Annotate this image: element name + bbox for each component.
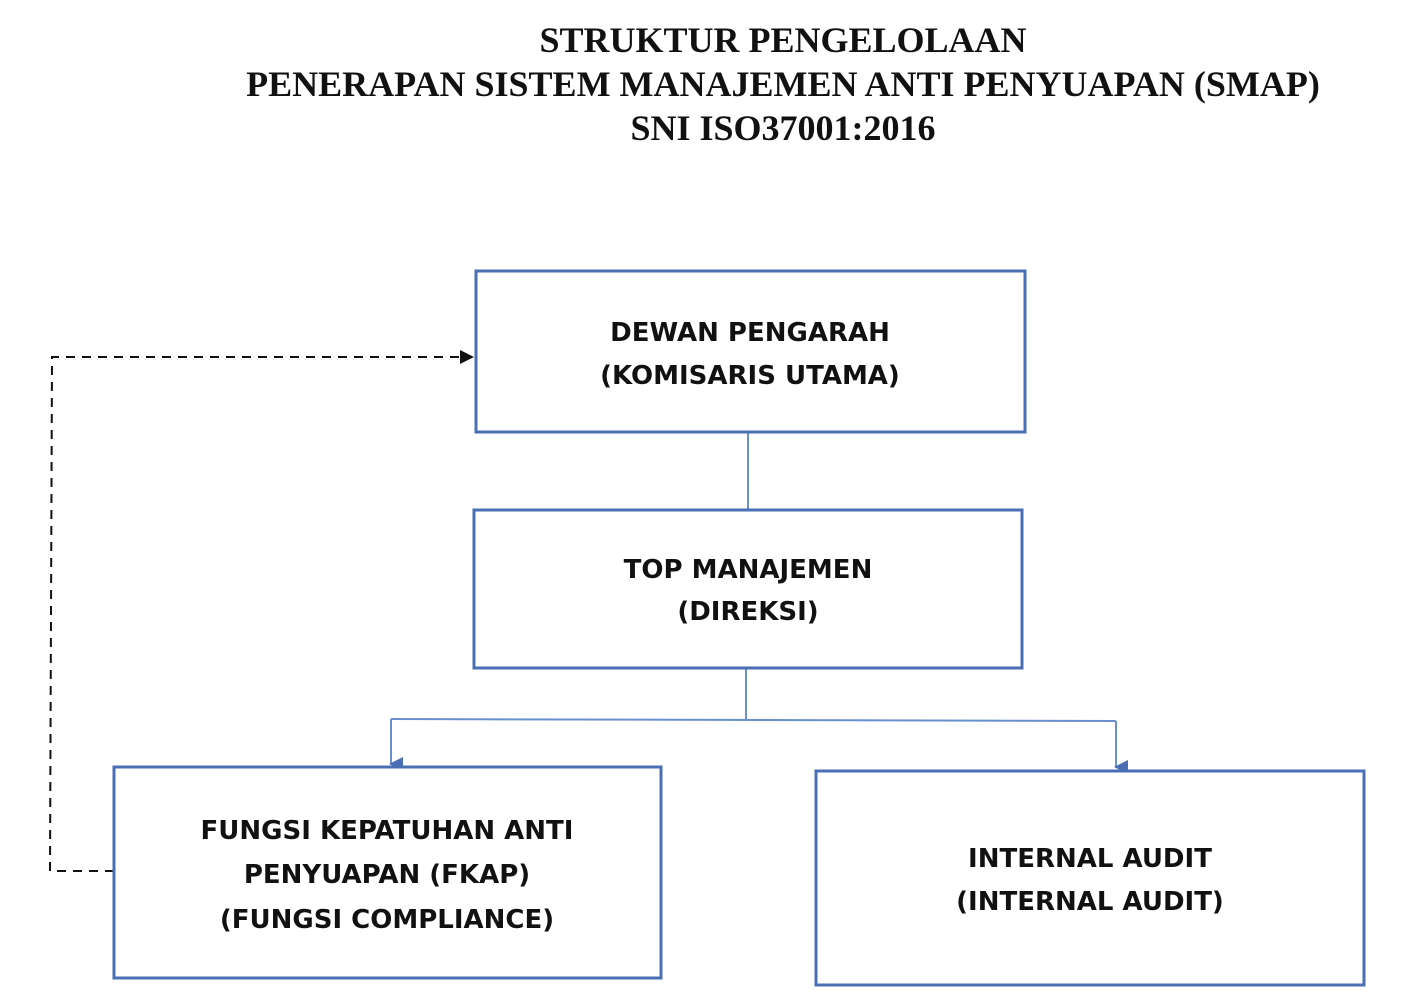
connector-branch-horizontal xyxy=(390,718,1117,722)
node-dewan-line-2: (KOMISARIS UTAMA) xyxy=(600,361,900,391)
node-audit-line-2: (INTERNAL AUDIT) xyxy=(956,887,1224,917)
title-line-1: STRUKTUR PENGELOLAAN xyxy=(539,20,1027,60)
node-top-line-2: (DIREKSI) xyxy=(677,597,818,627)
node-fkap-line-1: FUNGSI KEPATUHAN ANTI xyxy=(201,816,574,846)
node-fkap-line-2: PENYUAPAN (FKAP) xyxy=(244,860,530,890)
node-internal-audit: INTERNAL AUDIT (INTERNAL AUDIT) xyxy=(814,769,1366,987)
dashed-connector-fkap-dewan xyxy=(48,350,474,872)
node-fkap: FUNGSI KEPATUHAN ANTI PENYUAPAN (FKAP) (… xyxy=(112,765,663,980)
node-top-line-1: TOP MANAJEMEN xyxy=(624,555,873,585)
node-dewan-line-1: DEWAN PENGARAH xyxy=(610,318,890,348)
node-audit-line-1: INTERNAL AUDIT xyxy=(968,844,1212,874)
title-line-2: PENERAPAN SISTEM MANAJEMEN ANTI PENYUAPA… xyxy=(246,64,1320,104)
node-dewan-pengarah: DEWAN PENGARAH (KOMISARIS UTAMA) xyxy=(474,269,1027,434)
node-fkap-line-3: (FUNGSI COMPLIANCE) xyxy=(220,905,554,935)
node-top-manajemen: TOP MANAJEMEN (DIREKSI) xyxy=(472,508,1024,670)
title-line-3: SNI ISO37001:2016 xyxy=(630,108,936,148)
